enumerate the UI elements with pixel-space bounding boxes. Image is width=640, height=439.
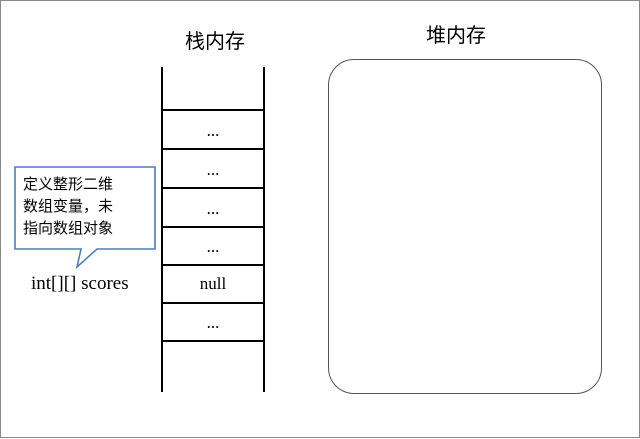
stack-cell: ... [206, 159, 220, 179]
callout-line: 指向数组对象 [23, 219, 114, 237]
stack-divider [161, 148, 265, 150]
stack-divider [161, 109, 265, 111]
stack-cell: ... [206, 198, 220, 218]
stack-left-rail [161, 67, 163, 392]
stack-divider [161, 264, 265, 266]
stack-right-rail [263, 67, 265, 392]
stack-divider [161, 226, 265, 228]
callout-line: 定义整形二维 [23, 175, 114, 193]
stack-divider [161, 187, 265, 189]
callout-shape [14, 166, 156, 270]
stack-cell: ... [206, 236, 220, 256]
stack-cell-scores-value: null [199, 273, 227, 293]
variable-label: int[][] scores [31, 273, 129, 294]
stack-cell: ... [206, 120, 220, 140]
callout-line: 数组变量，未 [23, 197, 114, 215]
stack-cell: ... [206, 312, 220, 332]
callout-text: 定义整形二维 数组变量，未 指向数组对象 [23, 173, 147, 239]
stack-divider [161, 302, 265, 304]
heap-memory-title: 堆内存 [426, 25, 486, 47]
stack-divider [161, 340, 265, 342]
heap-memory-box [328, 59, 602, 394]
stack-memory-title: 栈内存 [185, 31, 245, 53]
